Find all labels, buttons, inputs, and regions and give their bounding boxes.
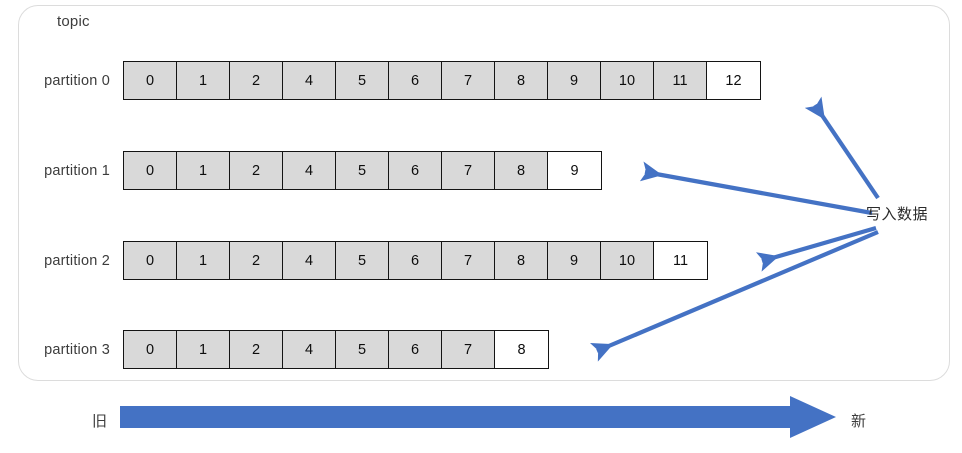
- partition-cell: 7: [442, 242, 495, 279]
- time-axis-arrow: [120, 396, 836, 438]
- partition-cell: 1: [177, 331, 230, 368]
- partition-cells-0: 0 1 2 4 5 6 7 8 9 10 11 12: [123, 61, 761, 100]
- partition-label-2: partition 2: [44, 252, 110, 269]
- partition-cell: 8: [495, 152, 548, 189]
- partition-cell: 6: [389, 331, 442, 368]
- partition-cell: 7: [442, 331, 495, 368]
- write-data-label: 写入数据: [866, 206, 929, 223]
- partition-cell: 0: [124, 152, 177, 189]
- partition-cell: 2: [230, 242, 283, 279]
- partition-row: partition 3 0 1 2 4 5 6 7 8: [44, 330, 549, 369]
- partition-cell: 1: [177, 242, 230, 279]
- partition-cell: 7: [442, 152, 495, 189]
- partition-cell: 9: [548, 242, 601, 279]
- partition-cell: 5: [336, 242, 389, 279]
- partition-label-1: partition 1: [44, 162, 110, 179]
- partition-cell: 4: [283, 62, 336, 99]
- partition-cell: 6: [389, 152, 442, 189]
- partition-cell: 2: [230, 62, 283, 99]
- partition-cell: 2: [230, 152, 283, 189]
- partition-cell: 6: [389, 242, 442, 279]
- partition-cell: 8: [495, 62, 548, 99]
- partition-cell: 8: [495, 242, 548, 279]
- partition-cells-3: 0 1 2 4 5 6 7 8: [123, 330, 549, 369]
- partition-cell: 5: [336, 331, 389, 368]
- partition-cell: 0: [124, 242, 177, 279]
- partition-cell: 10: [601, 62, 654, 99]
- partition-label-0: partition 0: [44, 72, 110, 89]
- partition-cell: 4: [283, 331, 336, 368]
- partition-cell-empty: 12: [707, 62, 760, 99]
- partition-cell: 2: [230, 331, 283, 368]
- partition-cell: 1: [177, 62, 230, 99]
- partition-cell: 5: [336, 62, 389, 99]
- partition-cell-empty: 8: [495, 331, 548, 368]
- old-end-label: 旧: [92, 413, 108, 430]
- partition-row: partition 2 0 1 2 4 5 6 7 8 9 10 11: [44, 241, 708, 280]
- partition-cell: 4: [283, 242, 336, 279]
- partition-row: partition 1 0 1 2 4 5 6 7 8 9: [44, 151, 602, 190]
- partition-cell: 10: [601, 242, 654, 279]
- topic-label: topic: [57, 13, 90, 30]
- partition-cell: 6: [389, 62, 442, 99]
- partition-cell: 9: [548, 62, 601, 99]
- partition-cell: 0: [124, 331, 177, 368]
- partition-cells-2: 0 1 2 4 5 6 7 8 9 10 11: [123, 241, 708, 280]
- partition-label-3: partition 3: [44, 341, 110, 358]
- partition-cell: 7: [442, 62, 495, 99]
- partition-cell-empty: 9: [548, 152, 601, 189]
- partition-cells-1: 0 1 2 4 5 6 7 8 9: [123, 151, 602, 190]
- partition-cell-empty: 11: [654, 242, 707, 279]
- partition-cell: 1: [177, 152, 230, 189]
- partition-cell: 5: [336, 152, 389, 189]
- partition-row: partition 0 0 1 2 4 5 6 7 8 9 10 11 12: [44, 61, 761, 100]
- partition-cell: 4: [283, 152, 336, 189]
- new-end-label: 新: [851, 413, 867, 430]
- partition-cell: 11: [654, 62, 707, 99]
- partition-cell: 0: [124, 62, 177, 99]
